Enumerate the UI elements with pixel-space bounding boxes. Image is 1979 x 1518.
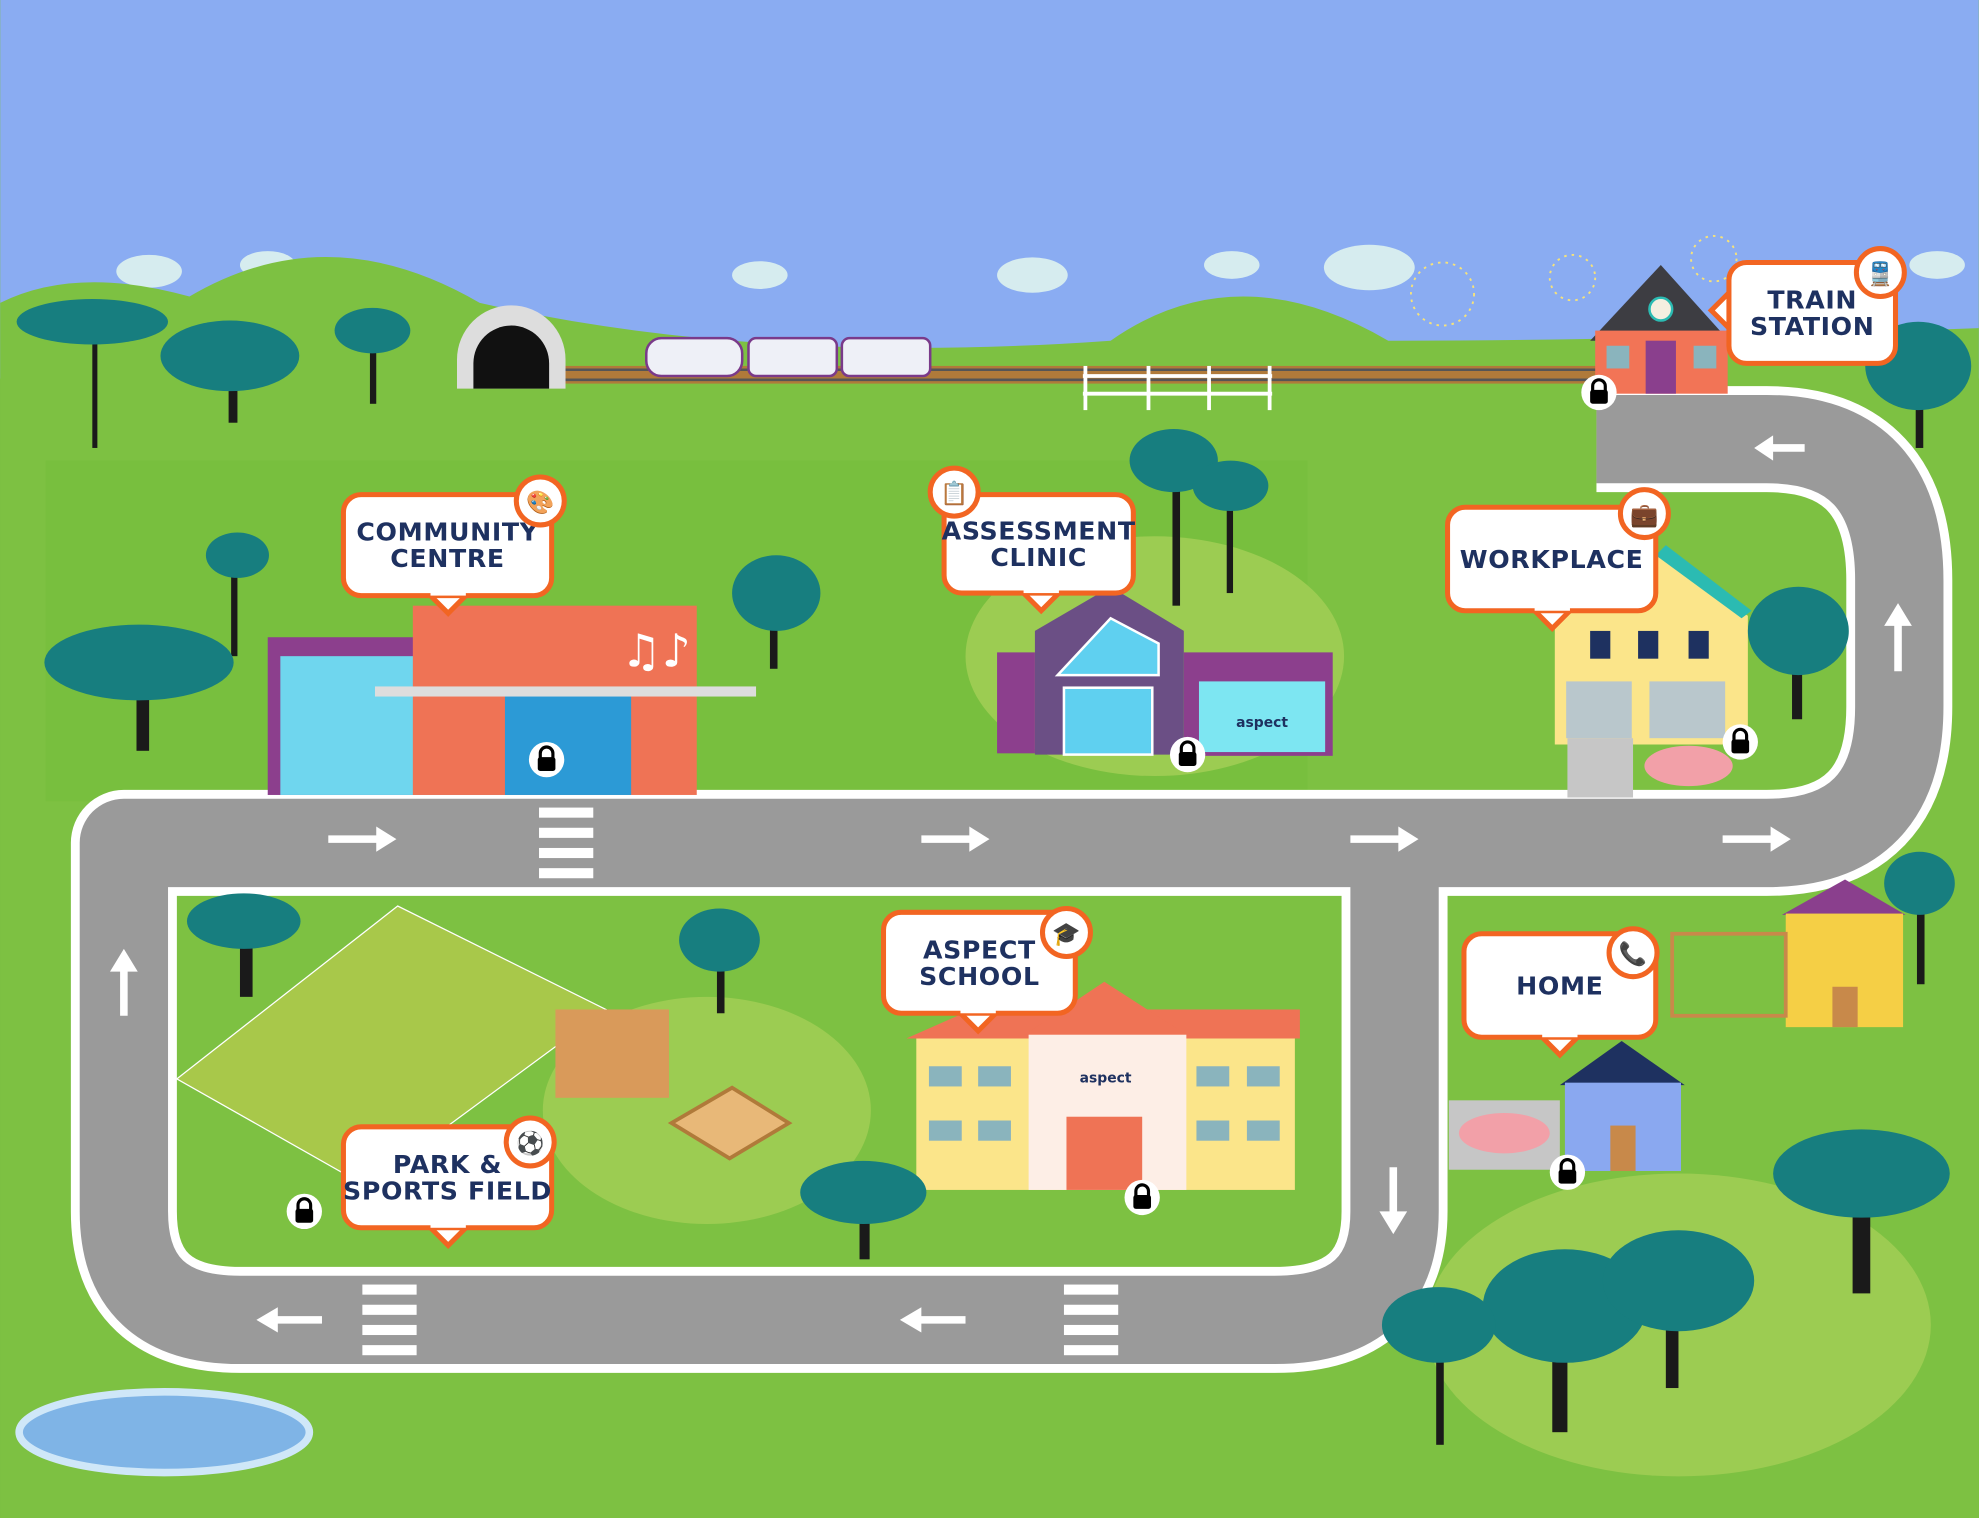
music-notes-icon: ♫♪ (621, 624, 691, 677)
location-label: COMMUNITY (356, 518, 538, 547)
callout-box (1726, 259, 1899, 366)
train-icon[interactable]: 🚆 (1853, 246, 1907, 300)
svg-text:🎓: 🎓 (1052, 921, 1080, 947)
trees (16, 299, 1972, 1445)
location-label: CENTRE (390, 544, 504, 573)
car (1458, 1112, 1550, 1154)
callout-pointer-mask (960, 1005, 996, 1014)
railway (457, 305, 1603, 411)
train-station-building (1590, 264, 1729, 394)
callout-pointer-mask (1542, 1029, 1578, 1038)
callout-pointer-mask (430, 1220, 466, 1228)
arrow-left-icon (899, 1307, 966, 1333)
location-label: ASPECT (923, 935, 1036, 964)
arrow-up-icon (1884, 603, 1912, 672)
callout-park-sports-field[interactable]: PARK &SPORTS FIELD ⚽ (340, 1115, 557, 1250)
tunnel (473, 325, 550, 389)
location-label: SPORTS FIELD (343, 1176, 552, 1205)
graduation-cap-icon[interactable]: 🎓 (1039, 906, 1093, 960)
location-label: STATION (1750, 312, 1875, 341)
car (1644, 745, 1733, 787)
svg-text:🚆: 🚆 (1866, 260, 1894, 287)
lock-icon[interactable] (1124, 1179, 1160, 1216)
location-label: PARK & (393, 1150, 502, 1179)
arrow-right-icon (1722, 826, 1791, 852)
direction-arrows (109, 435, 1912, 1333)
callout-workplace[interactable]: WORKPLACE 💼 (1445, 487, 1671, 632)
callout-pointer-mask (1023, 585, 1059, 594)
sandpit (667, 1085, 793, 1161)
fence (1082, 365, 1273, 411)
lock-icon[interactable] (286, 1193, 322, 1230)
location-label: TRAIN (1767, 286, 1857, 315)
aspect-logo: aspect (1236, 715, 1288, 731)
svg-text:⚽: ⚽ (515, 1130, 544, 1157)
callout-home[interactable]: HOME 📞 (1461, 926, 1660, 1059)
aspect-school-building: aspect (906, 981, 1300, 1190)
lock-icon[interactable] (1549, 1154, 1586, 1190)
clipboard-icon[interactable]: 📋 (927, 465, 981, 519)
arrow-left-icon (256, 1307, 322, 1333)
svg-text:🎨: 🎨 (526, 488, 554, 516)
home-building (1448, 879, 1906, 1171)
arrow-right-icon (1350, 826, 1419, 852)
train (645, 336, 932, 378)
lock-icon[interactable] (528, 741, 565, 778)
location-label: CLINIC (990, 543, 1087, 572)
arrow-down-icon (1379, 1167, 1408, 1235)
soccer-ball-icon[interactable]: ⚽ (503, 1115, 557, 1169)
svg-text:📋: 📋 (940, 480, 968, 507)
community-centre-building: ♫♪ (267, 605, 757, 795)
location-label: WORKPLACE (1460, 545, 1644, 574)
callout-pointer-mask (430, 588, 466, 596)
clouds (116, 244, 1965, 293)
arrow-up-icon (109, 948, 138, 1016)
fireworks (1410, 235, 1738, 327)
location-label: ASSESSMENT (942, 516, 1136, 545)
play-structure (555, 1009, 669, 1098)
palette-icon[interactable]: 🎨 (513, 474, 567, 528)
arrow-left-icon (1754, 435, 1805, 461)
svg-text:💼: 💼 (1630, 502, 1658, 528)
briefcase-icon[interactable]: 💼 (1617, 487, 1671, 541)
lock-icon[interactable] (1581, 374, 1617, 411)
crosswalks (362, 807, 1119, 1356)
location-label: HOME (1516, 971, 1603, 1000)
aspect-logo: aspect (1080, 1071, 1132, 1087)
lock-icon[interactable] (1722, 724, 1758, 760)
pond (15, 1388, 314, 1477)
svg-text:📞: 📞 (1619, 939, 1648, 968)
phone-icon[interactable]: 📞 (1606, 926, 1660, 980)
lock-icon[interactable] (1169, 736, 1206, 773)
arrow-right-icon (921, 826, 990, 852)
location-label: SCHOOL (919, 962, 1040, 991)
arrow-right-icon (328, 826, 397, 852)
callout-pointer-mask (1534, 603, 1570, 611)
assessment-clinic-building: aspect (997, 586, 1333, 756)
